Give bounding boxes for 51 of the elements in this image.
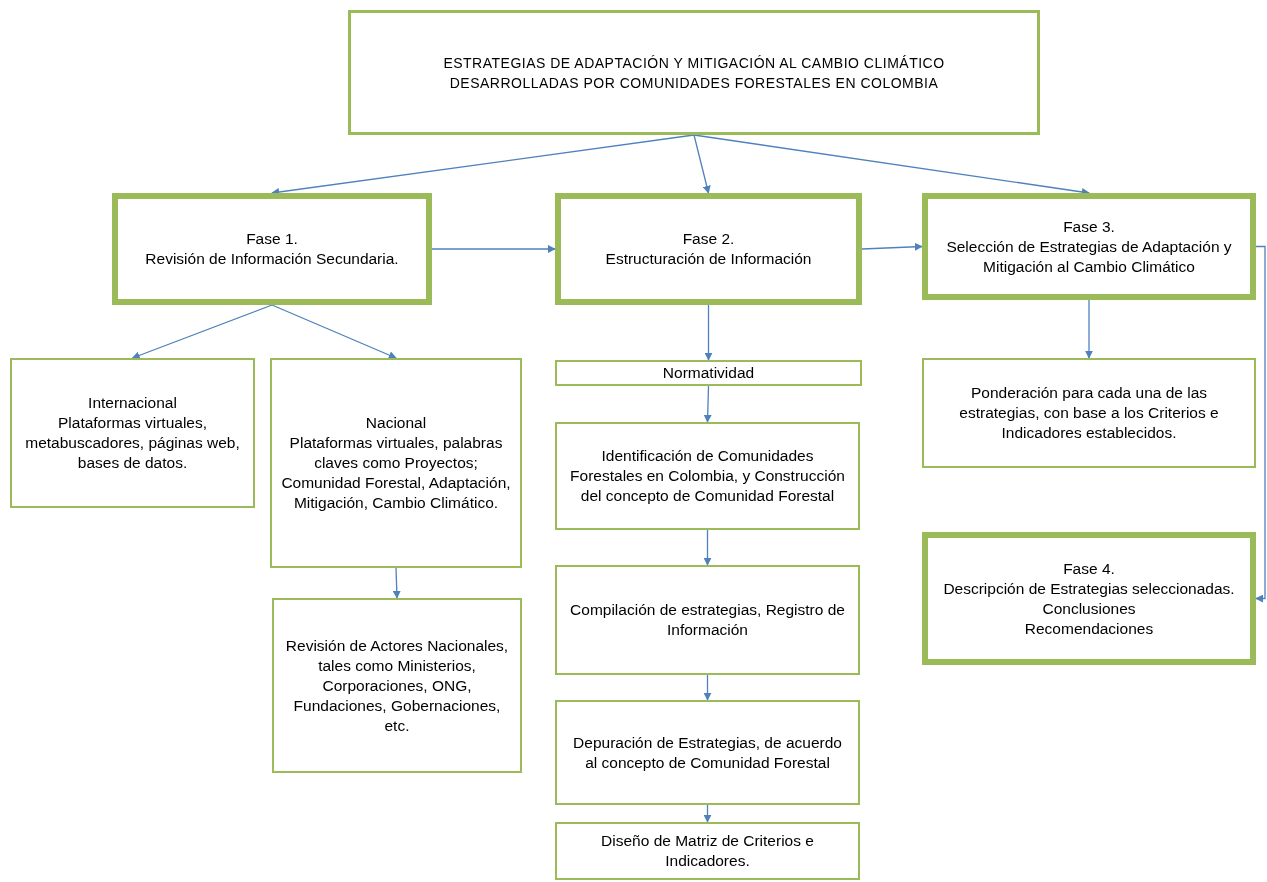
- arrow: [693, 134, 711, 194]
- body-text: Normatividad: [662, 363, 755, 383]
- phase-box: [922, 532, 1256, 665]
- body-text: Recomendaciones: [1024, 618, 1154, 639]
- body-text: Revisión de Actores Nacionales, tales como Ministerios, Corporaciones, ONG, Fundaciones, Gobernaciones, etc.: [284, 635, 510, 736]
- arrow: [704, 304, 713, 361]
- arrow: [861, 242, 923, 251]
- heading-text: Internacional: [88, 393, 177, 413]
- process-box: [555, 565, 860, 675]
- body-text: Selección de Estrategias de Adaptación y Mitigación al Cambio Climático: [945, 236, 1233, 277]
- arrow: [703, 804, 712, 823]
- arrow: [703, 385, 712, 423]
- arrow: [703, 674, 712, 701]
- body-text: Ponderación para cada una de las estrategias, con base a los Criterios e Indicadores establecidos.: [958, 383, 1220, 443]
- arrow: [392, 567, 401, 599]
- body-text: Compilación de estrategias, Registro de Información: [569, 600, 846, 640]
- body-text: Plataformas virtuales, palabras claves como Proyectos; Comunidad Forestal, Adaptación, Mitigación, Cambio Climático.: [280, 433, 512, 513]
- body-text: Conclusiones: [1042, 598, 1136, 619]
- heading-text: Fase 4.: [1063, 558, 1115, 579]
- arrow: [1085, 299, 1093, 359]
- body-text: Identificación de Comunidades Forestales en Colombia, y Construcción del concepto de Comunidad Forestal: [569, 446, 846, 506]
- process-box: [555, 700, 860, 805]
- heading-text: Nacional: [365, 413, 427, 433]
- process-box: [272, 598, 522, 773]
- arrow: [703, 529, 712, 566]
- heading-text: Fase 2.: [682, 229, 735, 249]
- title-box: [348, 10, 1040, 135]
- heading-text: Fase 3.: [1063, 216, 1115, 237]
- phase-box: [112, 193, 432, 305]
- process-box: [555, 822, 860, 880]
- process-box: [922, 358, 1256, 468]
- arrow: [271, 304, 397, 359]
- body-text: Plataformas virtuales, metabuscadores, páginas web, bases de datos.: [24, 413, 241, 473]
- arrow: [271, 134, 695, 196]
- process-box: [555, 422, 860, 530]
- arrow: [693, 134, 1090, 196]
- body-text: Revisión de Información Secundaria.: [145, 249, 399, 269]
- phase-box: [555, 193, 862, 305]
- arrow: [1255, 245, 1266, 603]
- body-text: Estructuración de Información: [605, 249, 812, 269]
- body-text: Diseño de Matriz de Criterios e Indicadores.: [600, 831, 815, 871]
- process-box: [270, 358, 522, 568]
- body-text: Depuración de Estrategias, de acuerdo al concepto de Comunidad Forestal: [572, 732, 843, 773]
- heading-text: Fase 1.: [246, 229, 298, 249]
- process-box: [10, 358, 255, 508]
- process-box: [555, 360, 862, 386]
- arrow: [131, 304, 273, 360]
- arrow: [431, 245, 556, 253]
- phase-box: [922, 193, 1256, 300]
- title-text: ESTRATEGIAS DE ADAPTACIÓN Y MITIGACIÓN AL CAMBIO CLIMÁTICO DESARROLLADAS POR COMUNIDADES FORESTALES EN COLOMBIA: [442, 53, 946, 93]
- body-text: Descripción de Estrategias seleccionadas.: [943, 578, 1235, 599]
